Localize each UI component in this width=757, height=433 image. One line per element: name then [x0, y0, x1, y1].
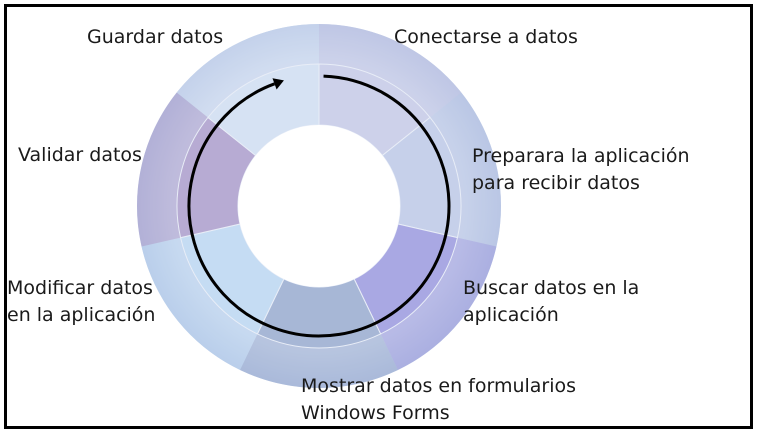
ring-band-preparar: [430, 92, 501, 247]
label-mostrar: Mostrar datos en formularios Windows For…: [301, 375, 577, 424]
center-hole: [238, 125, 400, 287]
label-validar: Validar datos: [18, 144, 142, 166]
ring-band-validar: [137, 92, 208, 247]
label-conectar: Conectarse a datos: [394, 26, 578, 48]
ring-band-conectar: [319, 24, 462, 118]
label-preparar: Preparara la aplicación para recibir dat…: [472, 145, 690, 194]
label-buscar: Buscar datos en la aplicación: [463, 277, 640, 326]
ring-band-buscar: [380, 237, 497, 370]
ring-band-modificar: [141, 237, 258, 370]
ring-band-mostrar: [240, 333, 398, 388]
label-guardar: Guardar datos: [87, 26, 224, 48]
ring-band-guardar: [176, 24, 319, 118]
cycle-arrow: [187, 74, 451, 338]
arrowhead-icon: [272, 78, 284, 90]
label-modificar: Modificar datos en la aplicación: [7, 277, 156, 326]
